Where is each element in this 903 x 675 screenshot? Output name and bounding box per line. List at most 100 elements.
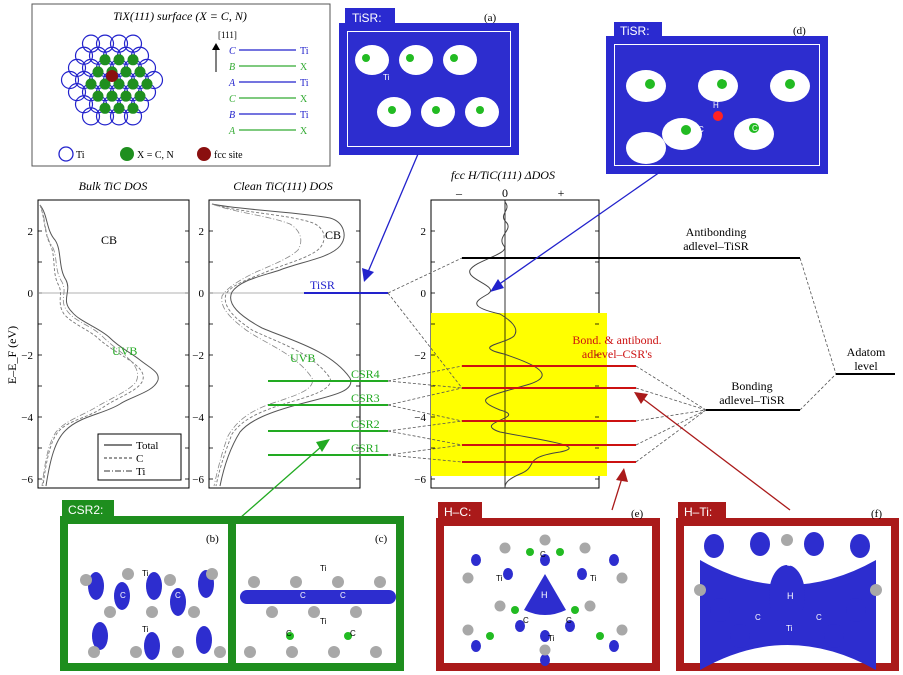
atom-sphere [130, 646, 142, 658]
atom-sphere [694, 584, 706, 596]
y-tick-label: −4 [21, 412, 33, 424]
atom-label: C [523, 616, 529, 625]
isosurface-lobe [503, 568, 513, 580]
x-atom [85, 78, 97, 90]
panel-a-letter: (a) [484, 12, 497, 24]
panel-d-letter: (d) [793, 25, 806, 37]
atom-label: C [752, 124, 758, 133]
clean-dos-plot: CB UVB [208, 199, 361, 489]
clean-ti-curve [211, 203, 313, 487]
panel-e: H–C: (e) C Ti Ti H C C Ti [436, 502, 660, 671]
isosurface-lobe [471, 640, 481, 652]
isosurface-lobe [565, 620, 575, 632]
x-atom [92, 66, 104, 78]
y-tick-label: 0 [199, 288, 205, 300]
atom-sphere [616, 624, 628, 636]
adatom-label-2: level [854, 359, 878, 373]
atom-label: C [566, 616, 572, 625]
cb-label-bulk: CB [101, 233, 117, 247]
isosurface-lobe [515, 620, 525, 632]
atom-sphere [499, 542, 511, 554]
uvb-label-clean: UVB [290, 351, 315, 365]
panel-d-tag: TiSR: [620, 24, 650, 38]
direction-arrowhead [212, 43, 220, 50]
atom-sphere [206, 568, 218, 580]
atom-label: C [286, 629, 292, 638]
isosurface-hole [734, 118, 774, 150]
arrow-f [641, 397, 791, 511]
atom-label: Ti [320, 617, 327, 626]
ti-atom [81, 34, 101, 53]
arrow-e [611, 477, 623, 511]
atom-sphere [286, 646, 298, 658]
y-tick-label: −2 [414, 350, 426, 362]
x-atom [99, 102, 111, 114]
isosurface-lobe [471, 554, 481, 566]
atom-sphere [164, 574, 176, 586]
atom-sphere [870, 584, 882, 596]
hex-cluster [60, 34, 164, 126]
csr4-label: CSR4 [351, 367, 380, 381]
atom-sphere [476, 106, 484, 114]
atom-sphere [122, 568, 134, 580]
panel-f: H–Ti: (f) C Ti Ti H C C Ti [676, 502, 899, 671]
bulk-ti-curve [39, 204, 138, 487]
isosurface-lobe [540, 554, 550, 566]
isosurface-lobe [804, 532, 824, 556]
atom-sphere [645, 79, 655, 89]
stack-letter: A [228, 78, 236, 89]
atom-label: Ti [548, 634, 555, 643]
x-atom [113, 54, 125, 66]
delta-tick-zero: 0 [502, 186, 508, 200]
atom-sphere [616, 572, 628, 584]
csr2-label: CSR2 [351, 417, 380, 431]
isosurface-hole [399, 45, 433, 75]
atom-sphere [370, 646, 382, 658]
isosurface-lobe [144, 632, 160, 660]
ti-atom [74, 95, 94, 114]
atom-label: C [340, 591, 346, 600]
panel-csr2-tag-bg [62, 500, 114, 519]
x-atom [120, 66, 132, 78]
x-atom [141, 78, 153, 90]
isosurface-hole [626, 132, 666, 164]
isosurface-lobe [524, 574, 566, 615]
y-tick-label: −4 [192, 412, 204, 424]
isosurface-lobe [769, 565, 805, 625]
atom-label: Ti [816, 573, 823, 582]
isosurface-lobe [146, 572, 162, 600]
cb-label-clean: CB [325, 228, 341, 242]
ti-atom [109, 34, 129, 53]
isosurface-hole [443, 45, 477, 75]
delta-dos-plot: – 0 + [430, 186, 607, 489]
stack-species: X [300, 126, 308, 137]
clean-dos-title: Clean TiC(111) DOS [233, 179, 333, 193]
atom-sphere [80, 574, 92, 586]
y-tick-label: 2 [28, 226, 34, 238]
isosurface-hole [662, 118, 702, 150]
atom-sphere [350, 606, 362, 618]
x-atom [99, 54, 111, 66]
delta-tick-minus: – [455, 186, 463, 200]
atom-sphere [406, 54, 414, 62]
isosurface-lobe [609, 554, 619, 566]
panel-a-tag: TiSR: [352, 11, 382, 25]
atom-sphere [781, 534, 793, 546]
delta-tick-plus: + [558, 186, 565, 200]
atom-sphere [286, 632, 294, 640]
atom-sphere [462, 572, 474, 584]
bulk-dos-title: Bulk TiC DOS [79, 179, 148, 193]
antibonding-label-2: adlevel–TiSR [683, 239, 749, 253]
legend-c-label: C [136, 453, 143, 465]
arrow-a-to-tisr [367, 153, 419, 273]
isosurface-lobe [730, 624, 750, 648]
x-atom [113, 102, 125, 114]
atom-sphere [462, 624, 474, 636]
atom-label: Ti [754, 573, 761, 582]
x-atom [92, 90, 104, 102]
y-tick-label: −2 [21, 350, 33, 362]
csr3-label: CSR3 [351, 391, 380, 405]
panel-a-tag-bg [345, 8, 395, 27]
stack-letter: C [229, 94, 236, 105]
